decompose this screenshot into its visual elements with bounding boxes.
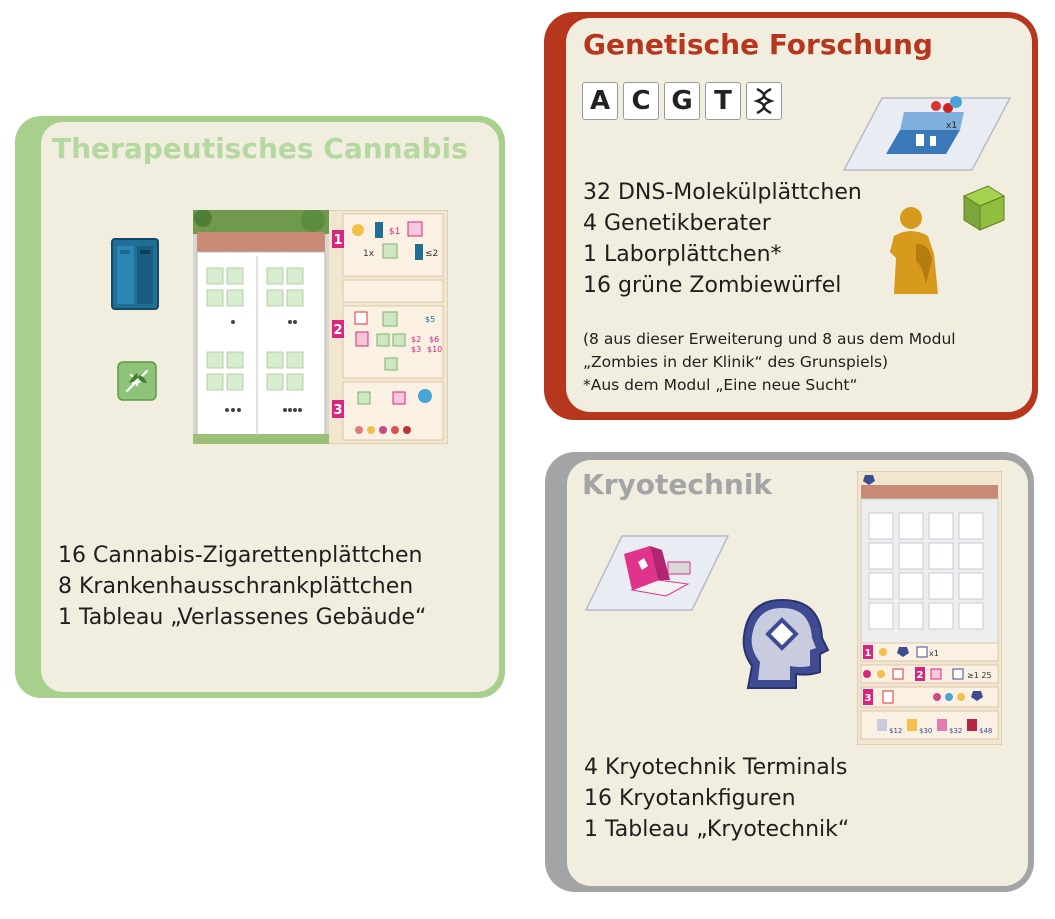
lab-tile-icon: x1 [842,96,1012,171]
hospital-cabinet-tile-icon [111,238,159,310]
cannabis-board-price-10: $10 [427,345,442,354]
cannabis-board-price-5: $5 [425,315,435,324]
kryo-board-x1: x1 [929,649,939,658]
genetics-notes: (8 aus dieser Erweiterung und 8 aus dem … [583,328,956,397]
cannabis-board-limit-1: ≤2 [425,249,438,259]
kryo-board-price-30: $30 [919,727,932,735]
kryo-board-row-2: 2 [917,670,924,681]
genetics-item-1: 32 DNS-Molekülplättchen [583,180,862,205]
dna-tile-c: C [623,82,659,120]
kryo-board-price-32: $32 [949,727,962,735]
genetics-note-3: *Aus dem Modul „Eine neue Sucht“ [583,376,858,394]
abandoned-building-board: 1 2 3 $1 1x ≤2 $2 $3 $5 $6 $10 [193,210,448,444]
kryo-contents-list: 4 Kryotechnik Terminals 16 Kryotankfigur… [584,752,849,845]
cannabis-board-price-2: $2 [411,335,421,344]
genetics-panel [544,12,1038,420]
dna-tile-t: T [705,82,741,120]
genetics-item-4: 16 grüne Zombiewürfel [583,273,842,298]
cannabis-board-row-1: 1 [333,233,342,248]
cannabis-board-price-6: $6 [429,335,439,344]
cannabis-board-price-3: $3 [411,345,421,354]
dna-helix-icon [746,82,782,120]
cannabis-board-multiplier: 1x [363,249,375,259]
kryotechnik-board: 1 2 3 x1 ≥1 25 $12 $30 $32 $48 [857,471,1002,745]
lab-tile-multiplier: x1 [946,121,957,131]
dna-tile-g: G [664,82,700,120]
kryo-title: Kryotechnik [582,468,773,501]
kryo-item-3: 1 Tableau „Kryotechnik“ [584,817,850,842]
cannabis-contents-list: 16 Cannabis-Zigarettenplättchen 8 Kranke… [58,540,426,633]
genetics-item-3: 1 Laborplättchen* [583,242,782,267]
kryo-board-row-3: 3 [865,693,872,704]
cannabis-item-2: 8 Krankenhausschrankplättchen [58,574,414,599]
kryo-board-price-48: $48 [979,727,992,735]
kryo-board-row-1: 1 [865,648,872,659]
cannabis-item-1: 16 Cannabis-Zigarettenplättchen [58,543,423,568]
cannabis-board-row-2: 2 [333,323,342,338]
green-zombie-cube-icon [962,185,1006,231]
cannabis-board-row-3: 3 [333,403,342,418]
genetics-note-1: (8 aus dieser Erweiterung und 8 aus dem … [583,330,956,348]
kryo-item-2: 16 Kryotankfiguren [584,786,796,811]
kryo-item-1: 4 Kryotechnik Terminals [584,755,848,780]
kryo-terminal-tile-icon [584,535,730,611]
kryo-tank-head-icon [742,598,830,689]
cannabis-board-price-1: $1 [389,227,400,237]
kryo-board-price-12: $12 [889,727,902,735]
cannabis-item-3: 1 Tableau „Verlassenes Gebäude“ [58,605,427,630]
genetics-note-2: „Zombies in der Klinik“ des Grunspiels) [583,353,889,371]
dna-molecule-tiles: A C G T [582,82,782,120]
genetics-title: Genetische Forschung [583,28,933,61]
dna-tile-a: A [582,82,618,120]
genetic-counselor-meeple-icon [890,207,938,294]
kryo-board-limit: ≥1 25 [967,671,992,680]
genetics-item-2: 4 Genetikberater [583,211,771,236]
cannabis-title: Therapeutisches Cannabis [52,132,468,165]
genetics-contents-list: 32 DNS-Molekülplättchen 4 Genetikberater… [583,177,862,301]
cannabis-cigarette-tile-icon [117,361,157,401]
